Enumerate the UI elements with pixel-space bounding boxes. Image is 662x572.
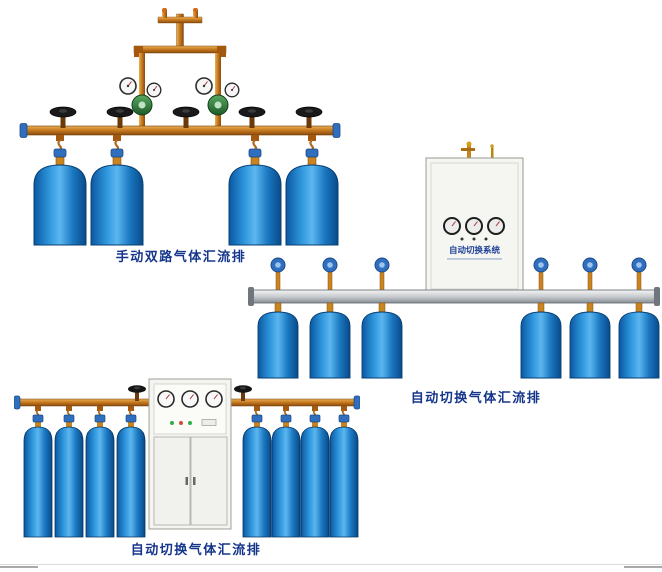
- gas-cylinder: [361, 311, 403, 379]
- cabinet-top-valve-icon: [461, 148, 475, 151]
- manifold-main-pipe: [19, 123, 341, 138]
- handwheel-valve-icon: [106, 106, 134, 129]
- indicator-light-red: [179, 421, 183, 425]
- gas-cylinder: [271, 426, 301, 538]
- manual-dual-manifold-image: [15, 7, 345, 250]
- manifold-top-riser: [157, 7, 203, 51]
- cabinet-label: 自动切换系统: [449, 245, 501, 256]
- gas-cylinder: [618, 311, 660, 379]
- rail-end-cap: [248, 287, 254, 306]
- cylinder-connections: [32, 406, 350, 428]
- manifold-header-pipe: [133, 45, 227, 128]
- switch-panel: [201, 419, 217, 426]
- door-handle: [193, 477, 196, 485]
- cylinder-valve-icon: [582, 257, 598, 291]
- pigtail-tube: [252, 139, 258, 150]
- auto-switch-manifold-drawing: 自动切换系统: [248, 141, 660, 379]
- pigtail-tube: [309, 139, 315, 150]
- control-cabinet: [148, 378, 232, 530]
- pipe-end-cap: [19, 123, 28, 138]
- gas-cylinder: [329, 426, 359, 538]
- bottom-corner-mark-right: [624, 566, 662, 568]
- pressure-regulator-right: [195, 77, 240, 116]
- handwheel-valve-icon: [238, 106, 266, 129]
- cabinet-top-pipe: [467, 144, 471, 159]
- gas-cylinder: [54, 426, 84, 538]
- cylinder-valve-icon: [110, 148, 124, 166]
- handwheel-valve-icon: [295, 106, 323, 129]
- gas-cylinder: [309, 311, 351, 379]
- handwheel-valve-icon: [128, 385, 146, 401]
- cabinet-gauges: [157, 390, 223, 408]
- indicator-dot: [484, 237, 488, 241]
- gas-cylinder: [569, 311, 611, 379]
- auto-switch-floor-manifold-drawing: [13, 378, 361, 538]
- indicator-light-green: [188, 421, 192, 425]
- gas-cylinder: [116, 426, 146, 538]
- pressure-gauge-icon: [146, 82, 162, 98]
- cylinder-valve-icon: [322, 257, 338, 291]
- gas-cylinder: [242, 426, 272, 538]
- cylinder-valve-icon: [533, 257, 549, 291]
- pressure-gauge-icon: [224, 82, 240, 98]
- caption-manual-dual: 手动双路气体汇流排: [115, 250, 247, 265]
- gas-cylinder: [257, 311, 299, 379]
- gas-cylinder: [90, 164, 144, 246]
- cylinder-valve-icon: [63, 414, 75, 428]
- gas-cylinder: [23, 426, 53, 538]
- gas-cylinder: [85, 426, 115, 538]
- bottom-corner-mark-left: [0, 566, 38, 568]
- cylinder-valve-icon: [374, 257, 390, 291]
- auto-switch-manifold-image: 自动切换系统: [248, 140, 660, 384]
- cylinder-valve-icon: [125, 414, 137, 428]
- gas-cylinder: [33, 164, 87, 246]
- auto-switch-floor-manifold-image: [13, 377, 361, 543]
- manifold-rail: [248, 287, 660, 306]
- caption-auto-switch-right: 自动切换气体汇流排: [410, 391, 542, 406]
- handwheel-valve-icon: [49, 106, 77, 129]
- manifold-pipes: [13, 395, 361, 410]
- pipe-end-cap: [332, 123, 341, 138]
- cabinet-door-left: [153, 436, 191, 526]
- rail-end-cap: [654, 287, 660, 306]
- cylinder-fittings: [274, 302, 643, 313]
- manual-dual-manifold-drawing: [19, 7, 341, 246]
- pigtail-tube: [114, 139, 120, 150]
- gas-cylinder: [300, 426, 330, 538]
- pigtail-tube: [57, 139, 63, 150]
- cylinder-valve-icon: [251, 414, 263, 428]
- pipe-end-cap: [13, 395, 21, 410]
- cylinder-valve-icon: [32, 414, 44, 428]
- cylinder-valve-icon: [94, 414, 106, 428]
- cylinder-connections: [53, 135, 319, 166]
- handwheel-valve-icon: [172, 106, 200, 129]
- indicator-dot: [472, 237, 476, 241]
- cylinder-valve-icon: [631, 257, 647, 291]
- caption-auto-switch-bottom: 自动切换气体汇流排: [130, 543, 262, 558]
- door-handle: [185, 477, 188, 485]
- pressure-gauge-icon: [119, 77, 137, 95]
- control-cabinet: 自动切换系统: [425, 141, 524, 295]
- cabinet-gauges: [443, 217, 505, 235]
- cylinder-valve-icon: [53, 148, 67, 166]
- cylinder-valve-icon: [280, 414, 292, 428]
- cabinet-subtitle-line: [447, 258, 502, 260]
- gas-cylinder: [520, 311, 562, 379]
- bottom-divider: [0, 564, 662, 565]
- pressure-gauge-icon: [195, 77, 213, 95]
- indicator-dot: [460, 237, 464, 241]
- indicator-light-green: [170, 421, 174, 425]
- cylinder-valve-icon: [309, 414, 321, 428]
- cabinet-door-right: [190, 436, 228, 526]
- small-valve-knob-icon: [193, 7, 198, 13]
- cylinder-valve-icon: [338, 414, 350, 428]
- handwheel-valve-icon: [234, 385, 252, 401]
- pressure-regulator-left: [119, 77, 162, 116]
- small-valve-knob-icon: [162, 7, 167, 13]
